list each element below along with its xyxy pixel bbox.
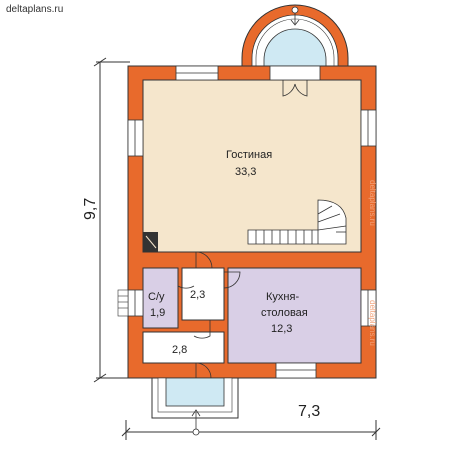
height-dimension-label: 9,7	[82, 198, 99, 220]
fireplace	[143, 232, 158, 252]
living-room-name: Гостиная	[226, 149, 272, 161]
bathroom-name: С/у	[148, 291, 165, 303]
bathroom-area: 1,9	[150, 307, 165, 319]
bathroom	[142, 267, 179, 329]
kitchen-name-line1: Кухня-	[266, 291, 299, 303]
entrance-porch	[151, 377, 239, 436]
kitchen-name-line2: столовая	[261, 307, 308, 319]
doors	[177, 80, 308, 379]
kitchen	[227, 267, 362, 364]
height-dimension	[93, 57, 130, 383]
vestibule	[142, 331, 225, 364]
side-steps	[117, 289, 129, 317]
site-label: deltaplans.ru	[6, 4, 63, 15]
width-dimension-label: 7,3	[298, 403, 320, 420]
width-dimension	[121, 420, 381, 440]
windows	[127, 65, 377, 379]
kitchen-area: 12,3	[271, 323, 292, 335]
vestibule-area: 2,8	[172, 344, 187, 356]
living-room-area: 33,3	[235, 166, 256, 178]
wall-watermark-2: deltaplans.ru	[368, 300, 377, 346]
bay-window	[241, 4, 349, 73]
staircase	[247, 199, 347, 245]
hall-area: 2,3	[190, 289, 205, 301]
wall-watermark: deltaplans.ru	[368, 180, 377, 226]
hall	[181, 267, 225, 321]
